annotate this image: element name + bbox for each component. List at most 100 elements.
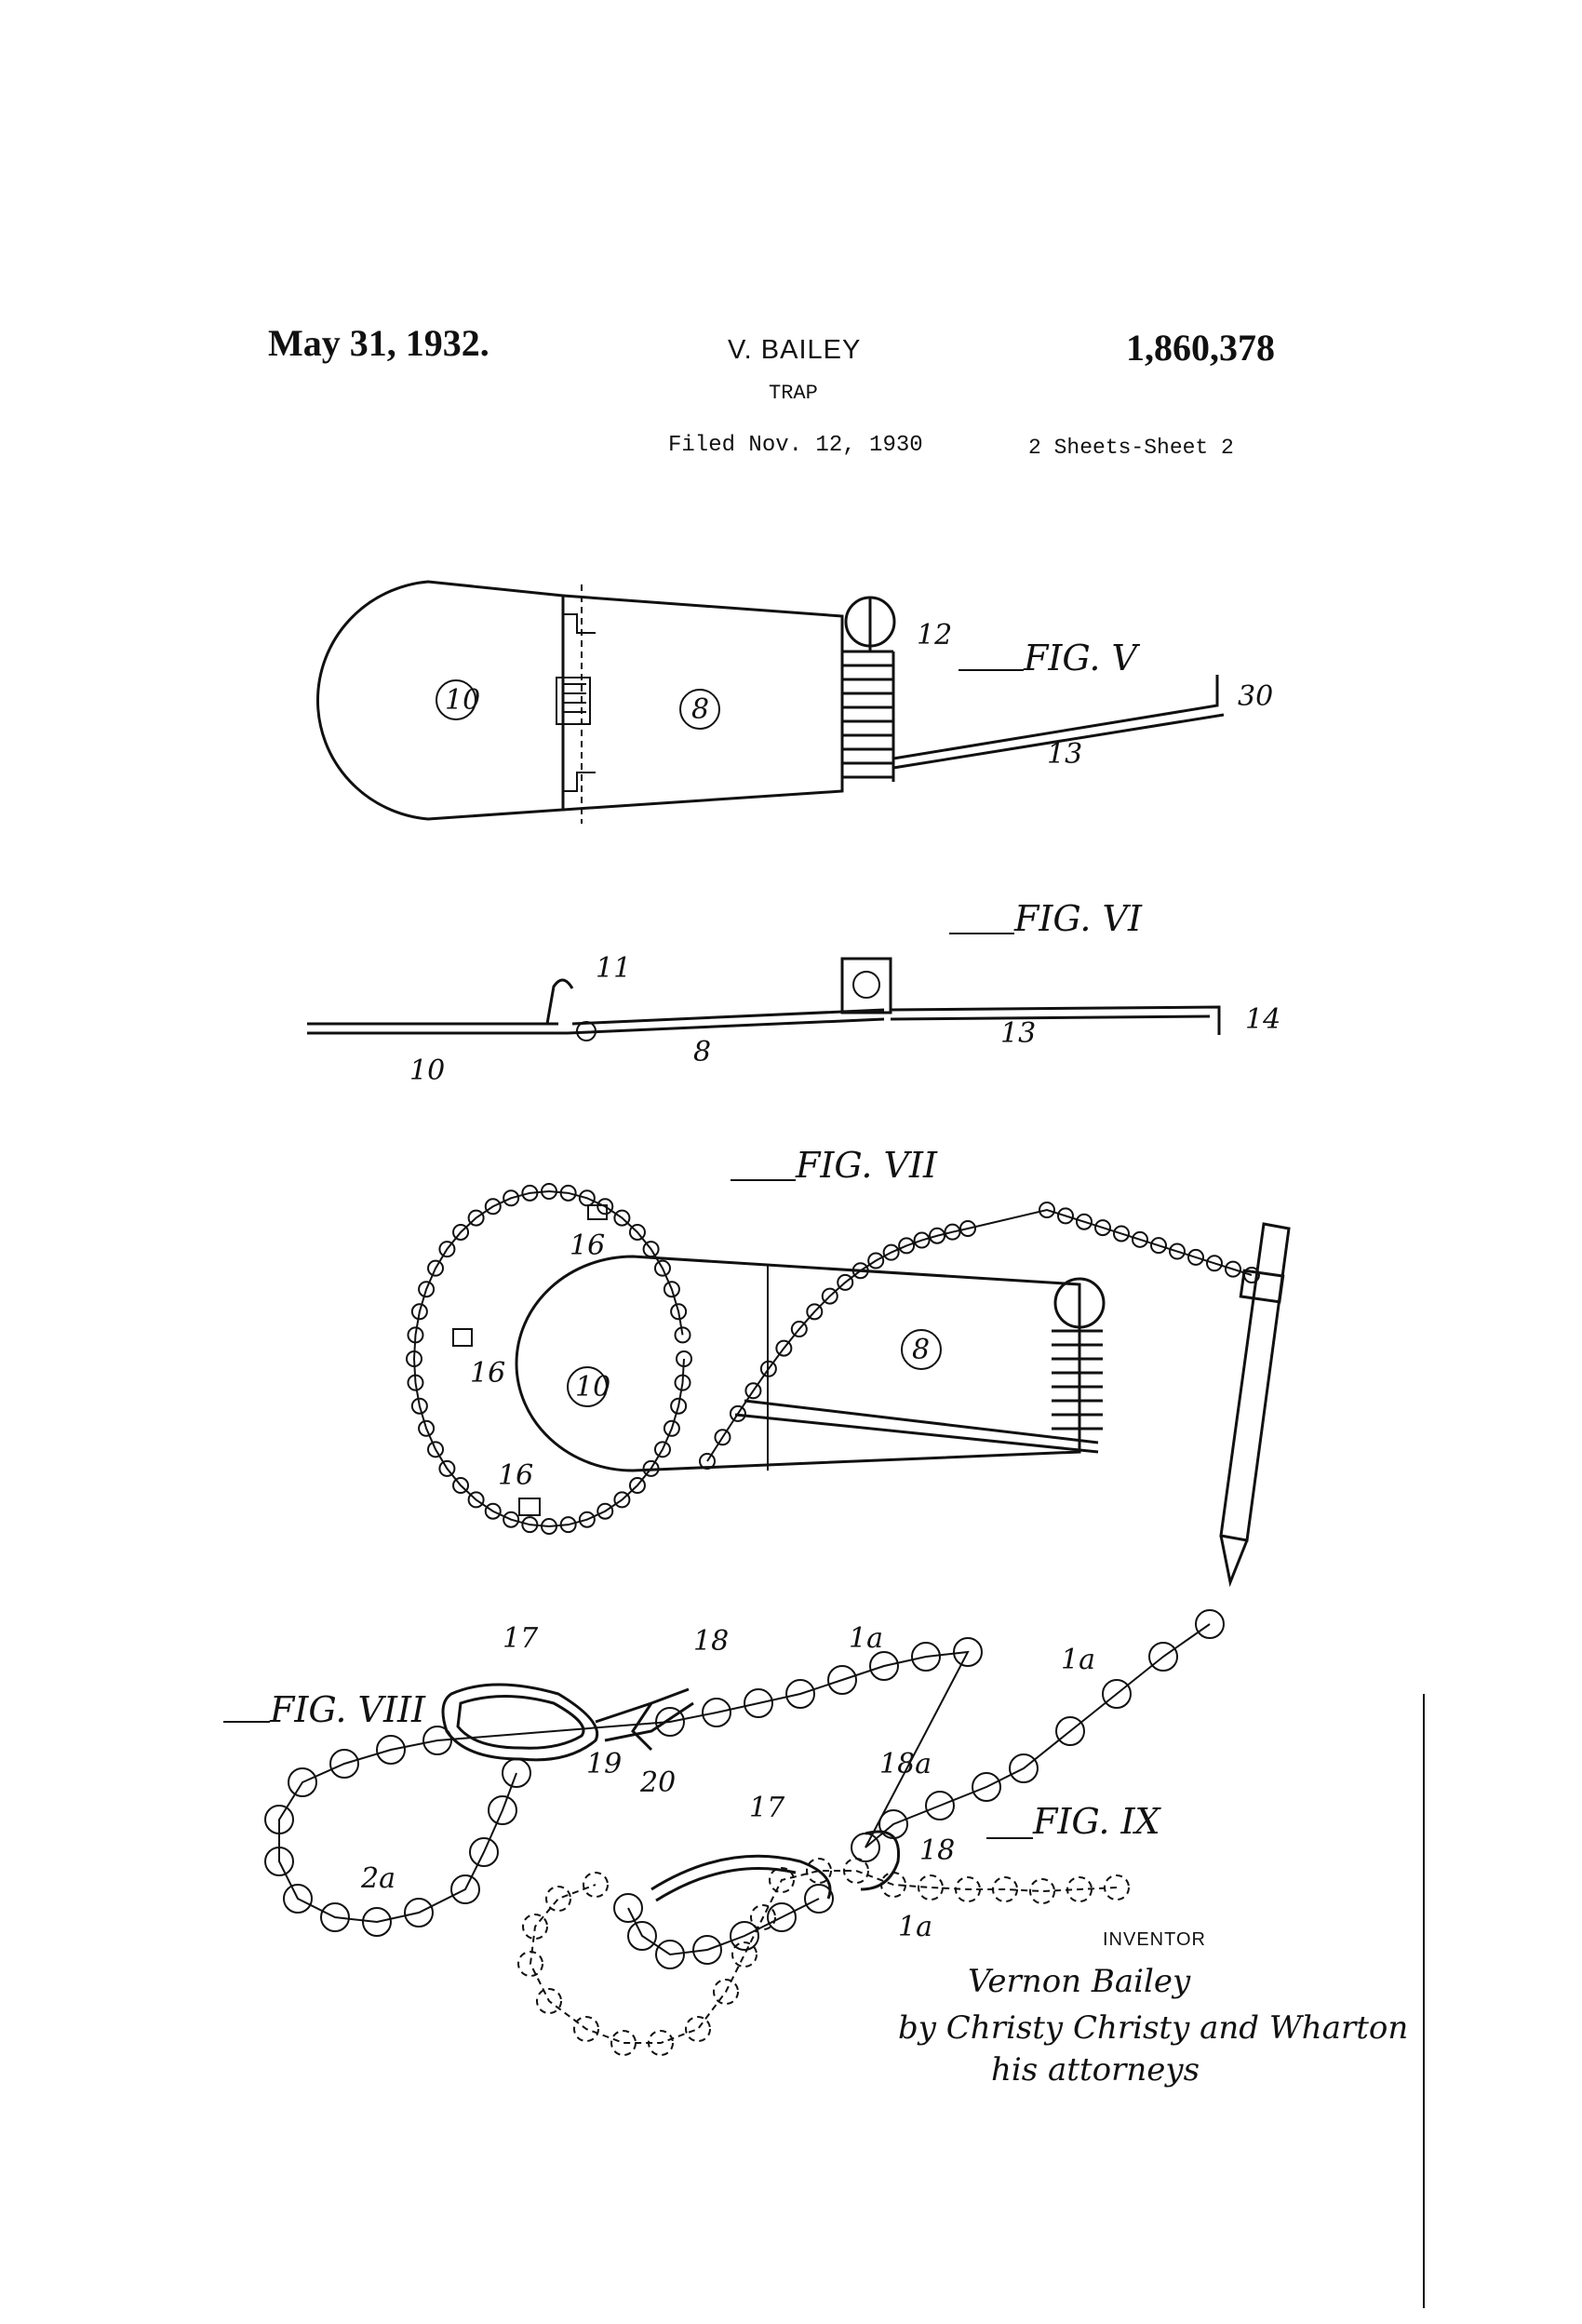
chain-bead [699,1453,716,1470]
chain-bead [522,1914,548,1940]
chain-bead [674,1374,691,1391]
fig-8-label: FIG. VIII [269,1689,426,1730]
chain-bead [972,1772,1001,1802]
chain-bead [955,1876,981,1902]
ref-12: 12 [917,619,952,652]
chain-bead [517,1951,543,1977]
hook-11 [545,978,574,1025]
chain-bead [648,2030,674,2056]
ref-8-fig6: 8 [693,1036,711,1068]
link-17 [441,1683,598,1762]
patent-title: TRAP [769,382,818,405]
ref-18a: 18a [879,1748,932,1780]
signature-block: INVENTOR Vernon Bailey by Christy Christ… [898,1929,1408,2089]
chain-bead [898,1237,916,1255]
chain-bead [613,1491,631,1509]
fig-9-label: FIG. IX [1032,1801,1162,1842]
chain-to-stake [699,1202,1260,1470]
chain-bead [503,1189,520,1207]
chain-bead [731,1941,757,1968]
chain-bead [653,1259,671,1277]
chain-bead [578,1189,596,1207]
chain-bead [821,1287,838,1305]
chain-bead [438,1459,456,1477]
chain-bead [467,1491,485,1509]
chain-bead [1029,1878,1055,1904]
spring-12 [840,596,896,782]
chain-bead [744,1382,762,1400]
fig-6: 11 10 8 13 14 FIG. VI [307,898,1280,1087]
chain-bead [407,1326,424,1344]
attorneys-line: his attorneys [991,2051,1200,2089]
ref-16-c: 16 [498,1459,533,1492]
chain-bead [882,1243,900,1261]
chain-bead [1195,1609,1225,1639]
chain-bead [713,1979,739,2005]
chain-bead [959,1220,976,1237]
ref-8-fig7: 8 [912,1334,930,1366]
chain-bead [653,1441,671,1458]
ref-14: 14 [1245,1003,1280,1036]
chain-bead [1169,1243,1186,1260]
chain-bead [376,1735,406,1765]
ref-19: 19 [586,1748,622,1780]
chain-bead [438,1241,456,1258]
ref-18: 18 [693,1625,729,1658]
chain-bead [1055,1716,1085,1746]
chain-bead [320,1902,350,1932]
chain-bead [851,1262,869,1280]
ref-10-fig6: 10 [409,1055,445,1087]
chain-bead [288,1767,317,1797]
chain-bead [578,1511,596,1528]
chain-bead [521,1184,539,1202]
chain-bead [804,1884,834,1914]
chain-bead [583,1872,609,1898]
ref-16-b: 16 [470,1357,505,1390]
chain-bead [628,1223,646,1241]
chain-bead [559,1516,577,1534]
chain-bead [521,1516,539,1534]
fig-7: 10 8 16 16 16 FIG. VII [406,1145,1291,1588]
chain-bead [692,1935,722,1965]
chain-bead [767,1902,797,1932]
chain-bead [450,1874,480,1904]
chain-bead [670,1303,688,1321]
chain-2a [264,1609,1225,1937]
chain-bead [1066,1876,1093,1902]
chain-bead [642,1459,660,1477]
ref-1a-b: 1a [1061,1644,1095,1676]
chain-bead [750,1904,776,1930]
chain-bead [573,2016,599,2042]
chain-bead [925,1791,955,1820]
fig-6-label: FIG. VI [1013,898,1143,939]
chain-bead [944,1223,961,1241]
ref-13: 13 [1047,738,1082,771]
ref-17: 17 [503,1622,539,1655]
chain-bead [953,1637,983,1667]
chain-bead [283,1884,313,1914]
chain-bead [545,1886,571,1912]
chain-bead [913,1231,931,1249]
chain-bead [628,1477,646,1495]
chain-bead [597,1198,614,1216]
chain-bead [730,1921,759,1951]
fig-9: 17 18a 18 1a FIG. IX [517,1748,1162,2056]
chain-bead [911,1642,941,1672]
chain-bead [1150,1237,1167,1255]
chain-bead [597,1502,614,1520]
chain-bead [613,1893,643,1923]
ref-2a: 2a [360,1862,396,1895]
chain-bead [806,1858,832,1884]
chain-bead [541,1518,557,1535]
side-view-bar [307,1008,885,1035]
ref-16-a: 16 [570,1229,605,1262]
chain-1a [517,1858,1130,2056]
chain-bead [1187,1248,1204,1266]
fig-7-label: FIG. VII [795,1145,938,1186]
chain-bead [676,1350,692,1367]
chain-bead [613,1209,631,1227]
link-17-fig9 [650,1854,832,1902]
chain-bead [702,1698,731,1727]
chain-bead [1039,1202,1055,1218]
